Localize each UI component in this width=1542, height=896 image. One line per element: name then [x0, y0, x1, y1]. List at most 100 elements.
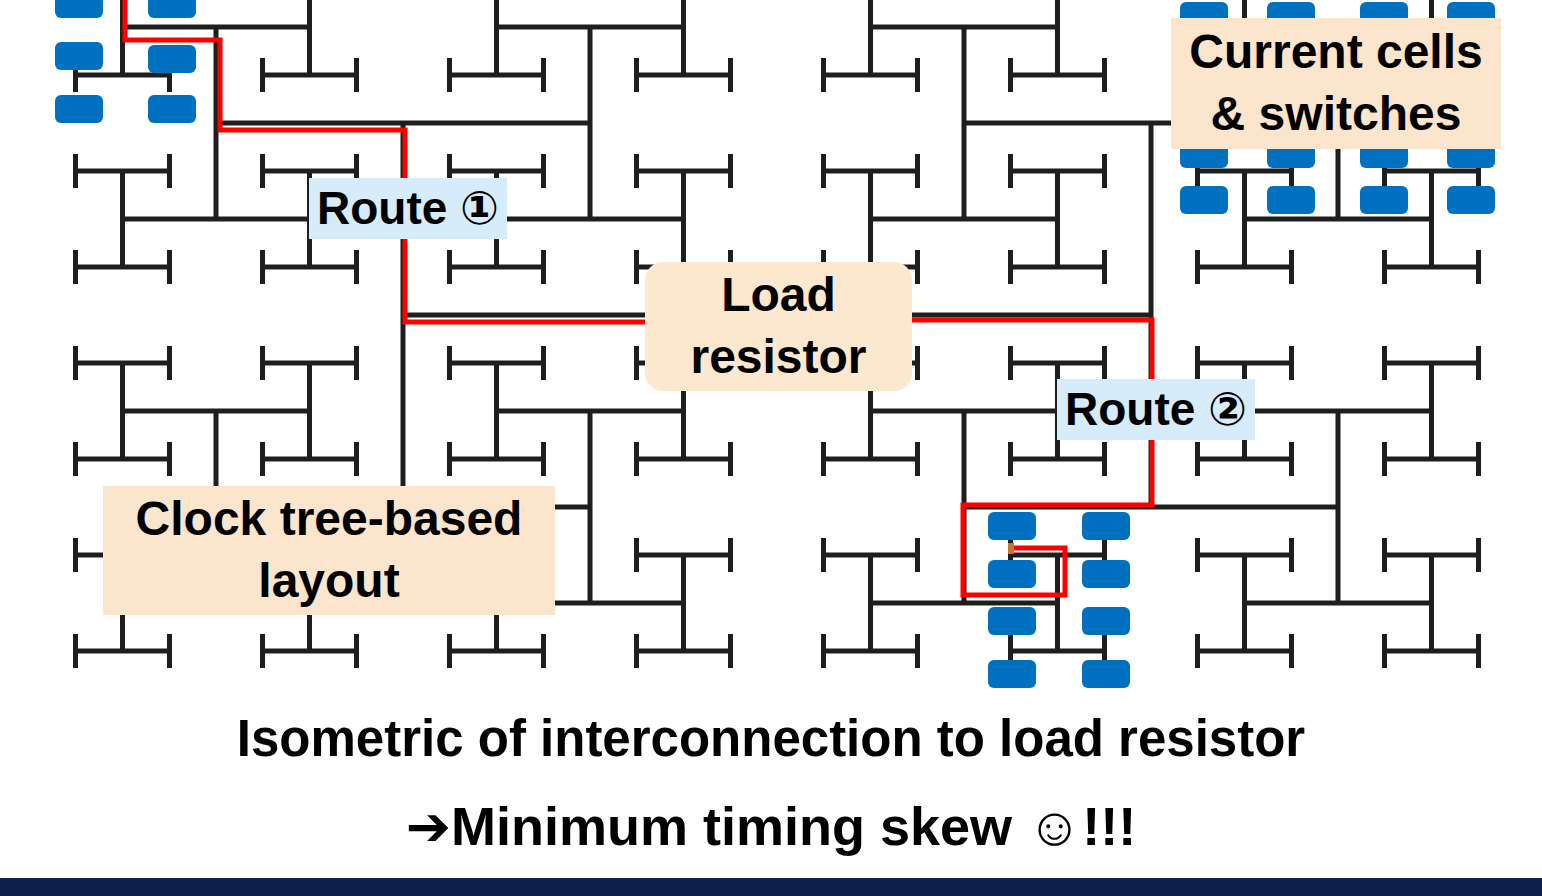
- tree-branch: [263, 457, 357, 462]
- tree-branch: [123, 25, 310, 30]
- tree-branch: [1242, 171, 1247, 267]
- tree-branch: [167, 154, 172, 188]
- tree-branch: [728, 538, 733, 572]
- tree-branch: [1245, 409, 1432, 414]
- tree-branch: [1198, 169, 1292, 174]
- tree-branch: [871, 25, 1058, 30]
- tree-branch: [263, 265, 357, 270]
- tree-branch: [637, 553, 731, 558]
- tree-branch: [637, 457, 731, 462]
- current-cell: [55, 0, 103, 18]
- tree-branch: [868, 0, 873, 75]
- tree-branch: [634, 538, 639, 572]
- tree-branch: [260, 250, 265, 284]
- tree-branch: [1382, 442, 1387, 476]
- tree-branch: [450, 457, 544, 462]
- tree-branch: [123, 409, 310, 414]
- tree-branch: [120, 363, 125, 459]
- tree-branch: [1382, 634, 1387, 668]
- tree-branch: [497, 25, 684, 30]
- tree-branch: [1289, 442, 1294, 476]
- current-cell: [1082, 660, 1130, 688]
- tree-branch: [167, 634, 172, 668]
- tree-branch: [1008, 58, 1013, 92]
- tree-branch: [76, 169, 170, 174]
- tree-branch: [821, 634, 826, 668]
- current-cell: [55, 42, 103, 70]
- tree-branch: [681, 555, 686, 651]
- tree-branch: [76, 361, 170, 366]
- tree-branch: [824, 73, 918, 78]
- node-text: Current cells & switches: [1179, 21, 1493, 146]
- tree-branch: [76, 265, 170, 270]
- tree-branch: [1198, 553, 1292, 558]
- tree-branch: [1008, 346, 1013, 380]
- tree-branch: [354, 442, 359, 476]
- tree-branch: [1198, 361, 1292, 366]
- node-text: Route ①: [317, 181, 499, 236]
- current-cell: [1360, 186, 1408, 214]
- tree-branch: [494, 363, 499, 459]
- current-cell: [148, 0, 196, 18]
- tree-branch: [915, 442, 920, 476]
- current-cell: [1180, 186, 1228, 214]
- tree-branch: [1011, 265, 1105, 270]
- interconnect-route: [125, 0, 660, 322]
- tree-branch: [1195, 634, 1200, 668]
- tree-branch: [821, 58, 826, 92]
- tree-branch: [824, 553, 918, 558]
- tree-branch: [450, 73, 544, 78]
- tree-branch: [637, 169, 731, 174]
- tree-branch: [450, 649, 544, 654]
- tree-branch: [824, 169, 918, 174]
- tree-branch: [447, 634, 452, 668]
- tree-branch: [167, 442, 172, 476]
- tree-branch: [1385, 457, 1479, 462]
- tree-branch: [1195, 250, 1200, 284]
- tree-branch: [634, 634, 639, 668]
- tree-branch: [868, 555, 873, 651]
- tree-branch: [728, 634, 733, 668]
- tree-branch: [915, 58, 920, 92]
- route-label: Route ②: [1057, 379, 1255, 440]
- tree-branch: [728, 154, 733, 188]
- tree-branch: [1385, 553, 1479, 558]
- tree-branch: [1385, 265, 1479, 270]
- current-cell: [988, 512, 1036, 540]
- tree-branch: [73, 538, 78, 572]
- current-cell: [988, 560, 1036, 588]
- tree-branch: [1242, 555, 1247, 651]
- tree-branch: [167, 250, 172, 284]
- tree-branch: [1382, 538, 1387, 572]
- current-cell: [1082, 560, 1130, 588]
- tree-branch: [1011, 457, 1105, 462]
- tree-branch: [73, 442, 78, 476]
- tree-branch: [450, 169, 544, 174]
- current-cell: [1267, 186, 1315, 214]
- tree-branch: [1289, 634, 1294, 668]
- tree-branch: [1289, 250, 1294, 284]
- tree-branch: [824, 649, 918, 654]
- conclusion-text: ➔Minimum timing skew ☺!!!: [0, 794, 1542, 859]
- tree-branch: [1382, 346, 1387, 380]
- tree-branch: [1195, 442, 1200, 476]
- tree-branch: [1011, 169, 1105, 174]
- tree-branch: [588, 27, 593, 219]
- caption: Isometric of interconnection to load res…: [0, 708, 1542, 769]
- tree-branch: [681, 171, 686, 267]
- tree-branch: [1198, 649, 1292, 654]
- tree-branch: [1102, 250, 1107, 284]
- tree-branch: [73, 250, 78, 284]
- tree-branch: [1429, 555, 1434, 651]
- tree-branch: [260, 346, 265, 380]
- label-box: Clock tree-based layout: [103, 486, 555, 615]
- tree-branch: [637, 649, 731, 654]
- tree-branch: [1011, 361, 1105, 366]
- tree-branch: [73, 634, 78, 668]
- tree-branch: [216, 121, 590, 126]
- tree-branch: [1011, 553, 1105, 558]
- tree-branch: [541, 154, 546, 188]
- tree-branch: [1385, 649, 1479, 654]
- tree-branch: [634, 58, 639, 92]
